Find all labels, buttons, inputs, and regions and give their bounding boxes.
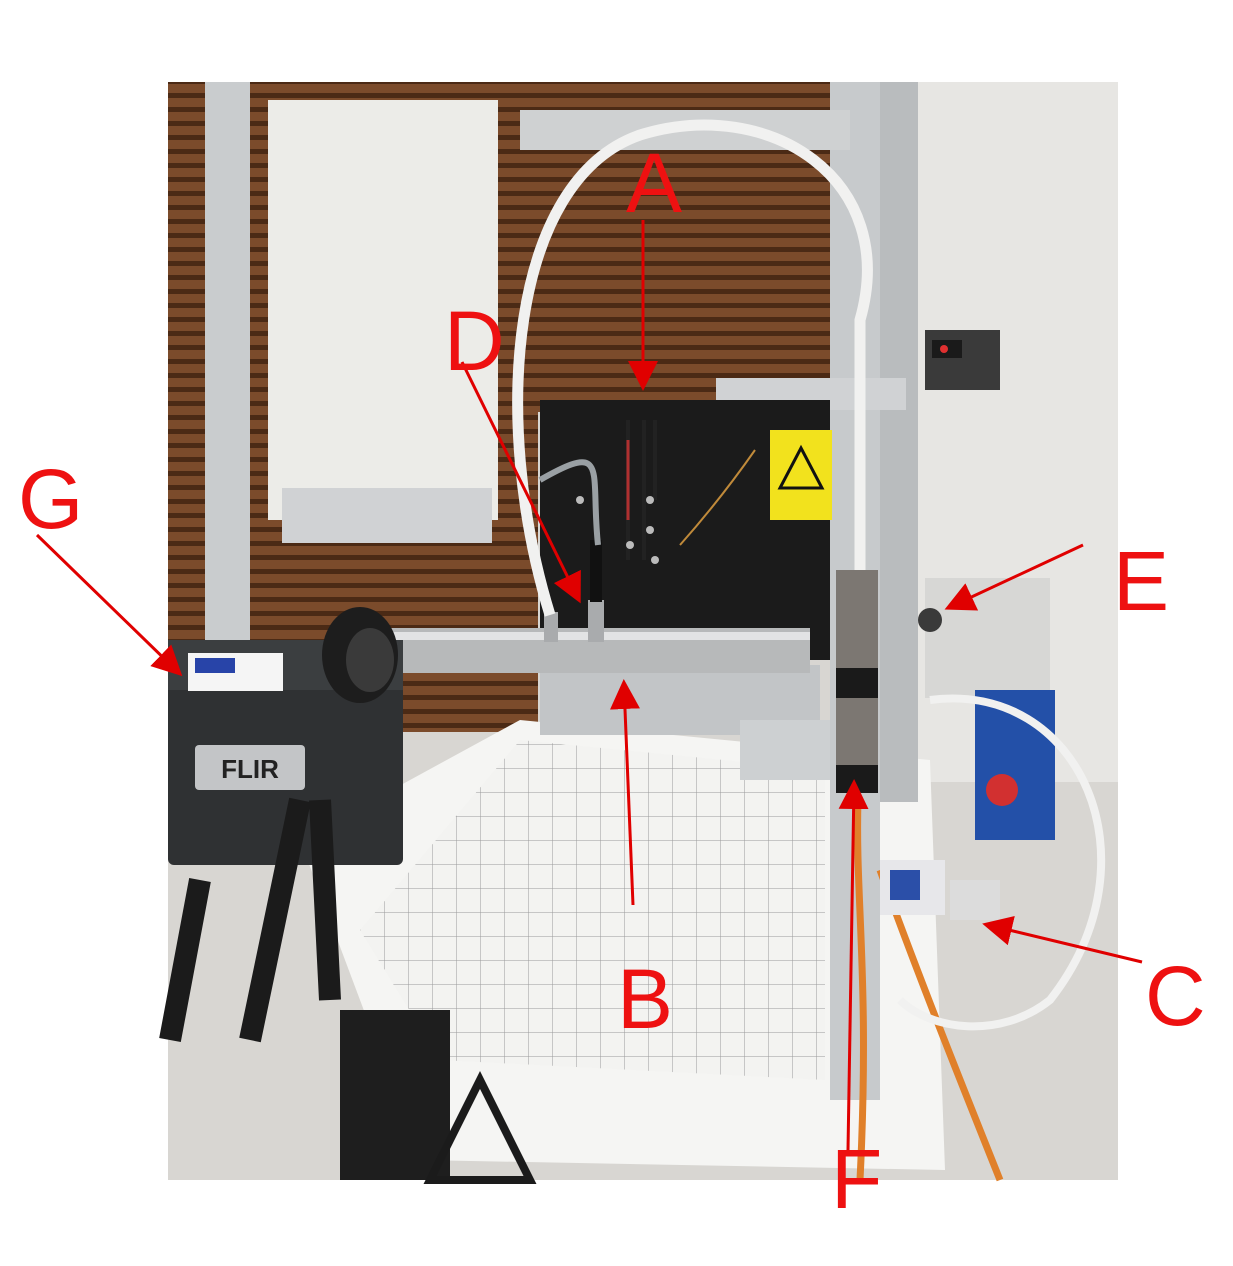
frame-side-panel xyxy=(268,100,498,520)
hot-surface-warning-sign xyxy=(770,430,832,520)
valve-box xyxy=(925,578,1050,698)
label-a: A xyxy=(626,136,682,230)
label-g: G xyxy=(18,452,83,546)
camera-brand-text: FLIR xyxy=(221,754,279,784)
thermal-camera: FLIR xyxy=(168,607,403,865)
rail-carriage xyxy=(740,720,830,780)
arrow-d xyxy=(460,361,581,604)
label-b: B xyxy=(617,952,673,1046)
label-c: C xyxy=(1145,949,1206,1043)
nozzle-right xyxy=(588,600,604,642)
frame-upright-right-back xyxy=(880,82,918,802)
frame-upright-left xyxy=(205,82,250,662)
arrow-b xyxy=(609,679,640,906)
arrow-g xyxy=(35,533,183,677)
nozzle-left xyxy=(544,612,558,642)
arrow-c xyxy=(982,916,1143,964)
camera-logo-plate xyxy=(195,745,305,790)
label-f: F xyxy=(831,1132,882,1226)
label-e: E xyxy=(1113,534,1169,628)
arrow-e xyxy=(944,543,1084,611)
grid-paper xyxy=(360,740,825,1080)
temperature-controller xyxy=(925,330,1000,390)
solenoid-valve xyxy=(918,608,942,632)
label-d: D xyxy=(444,294,505,388)
annotation-arrows xyxy=(35,220,1143,1151)
tripod-stand xyxy=(340,1010,450,1180)
annotation-labels: A D B E C F G xyxy=(18,136,1206,1226)
tripod xyxy=(159,797,341,1043)
frame-arm-left xyxy=(282,488,492,543)
arrow-f xyxy=(838,779,869,1151)
photograph: FLIR xyxy=(159,82,1118,1184)
power-plug xyxy=(950,880,1000,920)
air-hose xyxy=(512,119,873,617)
